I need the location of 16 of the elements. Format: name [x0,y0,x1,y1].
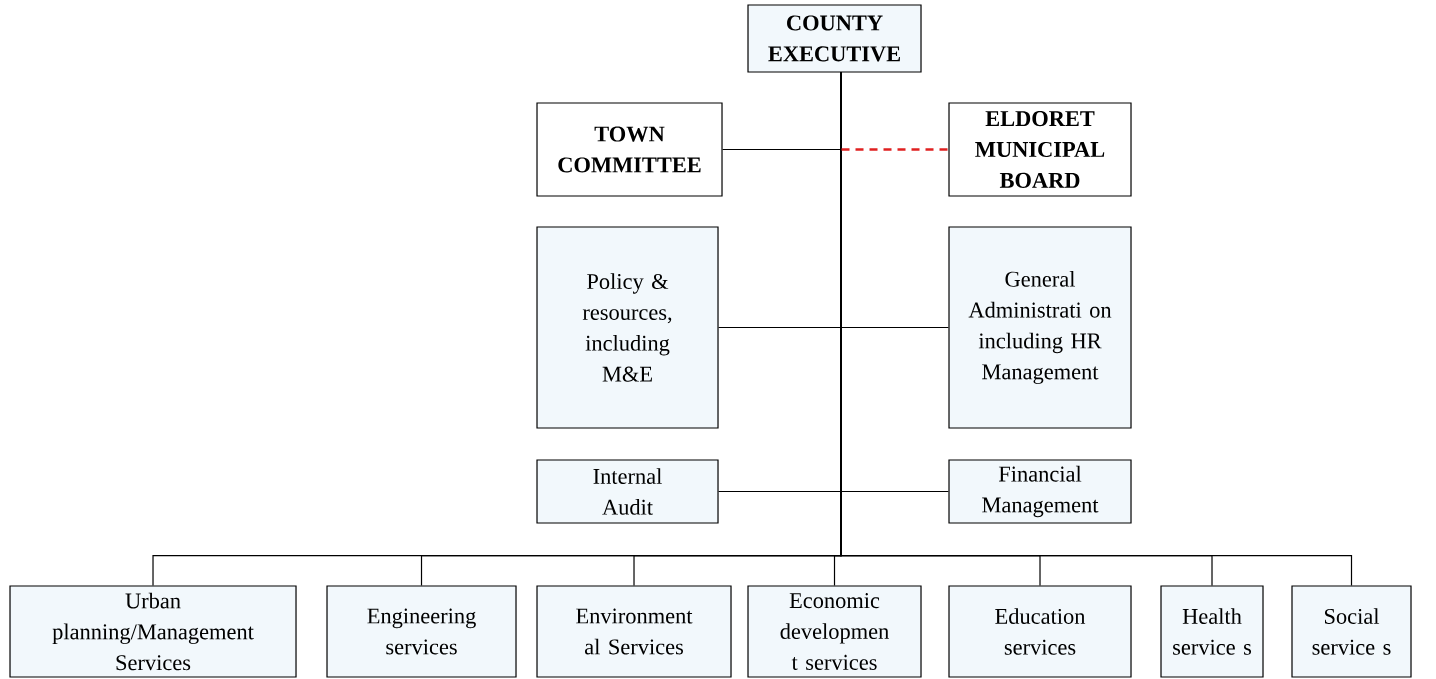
org-box: Education services [948,585,1132,678]
org-box: Environment al Services [536,585,732,678]
org-box: Policy & resources, including M&E [536,226,719,429]
org-box: COUNTY EXECUTIVE [747,4,922,73]
org-box: Financial Management [948,459,1132,524]
org-box: Urban planning/Management Services [9,585,297,678]
org-box: TOWN COMMITTEE [536,102,723,197]
connector-line [840,72,1353,586]
org-box: ELDORET MUNICIPAL BOARD [948,102,1132,197]
org-box: Health service s [1160,585,1264,678]
org-box: Internal Audit [536,459,719,524]
org-box: Engineering services [326,585,517,678]
org-box: General Administrati on including HR Management [948,226,1132,429]
org-box: Economic developmen t services [747,585,922,678]
org-box: Social service s [1291,585,1412,678]
connector-line [841,148,949,151]
